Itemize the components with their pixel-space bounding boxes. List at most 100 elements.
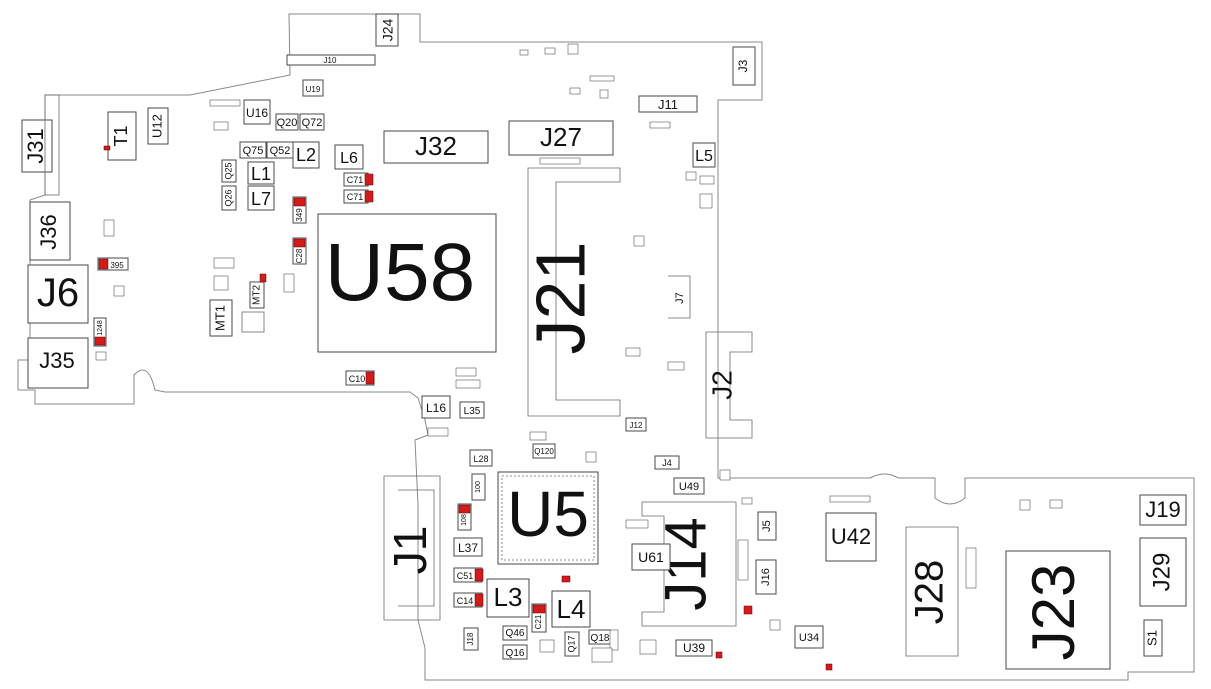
label-l35: L35 [464,406,481,417]
transistor-q25 [221,159,237,183]
label-q52: Q52 [270,145,291,157]
mount-mt1 [209,299,233,337]
label-j10: J10 [324,56,337,65]
label-c71-b: C71 [347,192,364,202]
connector-j32 [383,130,489,164]
transistor-q75 [239,141,267,159]
connector-j31 [21,119,53,173]
connector-j27 [508,120,614,156]
connector-j24 [375,13,399,47]
label-q25: Q25 [223,162,233,179]
connector-j29 [1139,537,1187,607]
label-j19: J19 [1145,497,1180,522]
label-u58: U58 [325,227,475,318]
label-100: 100 [475,481,482,493]
board-outline [17,13,1195,681]
label-c21: C21 [534,614,543,629]
label-q46: Q46 [506,628,525,639]
mount-mt2 [249,281,265,309]
label-q26: Q26 [223,189,233,206]
label-108: 108 [461,514,468,526]
transformer-t1 [107,111,137,161]
connector-j31-housing [44,94,60,196]
inductor-l4 [551,590,591,628]
resistor-1248-highlight [94,336,106,346]
connector-j12 [625,417,647,432]
label-u61: U61 [638,549,664,565]
capacitor-c28-highlight [293,238,306,248]
transistor-q16 [502,644,528,660]
label-j32: J32 [415,131,457,161]
label-c10: C10 [349,374,366,384]
label-j29: J29 [1148,553,1175,592]
label-j35: J35 [39,348,74,373]
transistor-q20 [275,113,299,131]
chip-u19 [302,79,324,97]
connector-j6 [27,264,89,324]
label-u5: U5 [507,478,589,550]
transistor-q26 [221,185,237,211]
chip-u5-pads [501,475,595,561]
inductor-l2 [292,141,320,169]
connector-j19 [1139,494,1187,526]
label-j16: J16 [760,568,772,586]
label-c71-a: C71 [347,175,364,185]
chip-u5 [497,471,599,565]
label-l6: L6 [340,150,358,167]
label-l16: L16 [426,401,446,415]
connector-j14 [641,501,737,627]
label-q120: Q120 [534,447,554,456]
chip-u61 [631,543,671,571]
label-q18: Q18 [591,633,610,644]
inductor-l37 [453,537,483,557]
label-j12: J12 [630,421,643,430]
transistor-q120 [532,443,556,459]
connector-j2 [705,331,753,439]
inductor-l16 [421,395,451,419]
connector-j21 [527,167,621,417]
label-q20: Q20 [277,117,298,129]
resistor-108-highlight [458,504,471,514]
label-j23: J23 [1020,564,1087,661]
connector-j5 [757,511,777,541]
chip-u12 [147,107,169,145]
resistor-349-highlight [293,197,306,207]
label-u42: U42 [831,524,871,549]
label-u34: U34 [799,632,819,644]
chip-u34 [794,625,824,649]
label-j6: J6 [37,271,79,315]
transistor-q46 [502,625,528,641]
inductor-l28 [469,449,493,467]
label-j4: J4 [662,458,672,468]
connector-j23 [1005,550,1111,670]
label-j28: J28 [908,560,952,625]
label-j7: J7 [674,292,686,304]
transistor-q17 [564,631,580,657]
label-j18: J18 [466,632,475,645]
label-j11: J11 [658,97,678,112]
chip-u16 [243,99,271,125]
resistor-395-highlight [98,258,109,270]
label-j5: J5 [761,520,773,532]
capacitor-c71-a-highlight [364,173,374,186]
inductor-l3 [486,578,530,618]
capacitor-c10-highlight [365,371,375,385]
inductor-l5 [692,142,716,168]
label-j27: J27 [540,122,582,152]
connector-j18 [463,627,479,651]
capacitor-c71-b-highlight [364,190,374,203]
connector-j1 [383,475,441,621]
connector-j36 [29,201,71,261]
capacitor-c21-highlight [532,604,546,614]
label-l28: L28 [473,454,488,464]
connector-j16 [755,559,777,595]
label-j21: J21 [521,242,599,355]
label-q72: Q72 [302,117,323,129]
connector-j3 [732,46,756,86]
connector-j7 [668,275,691,319]
label-u16: U16 [246,106,268,120]
label-q75: Q75 [243,145,264,157]
connector-j28 [905,526,959,657]
